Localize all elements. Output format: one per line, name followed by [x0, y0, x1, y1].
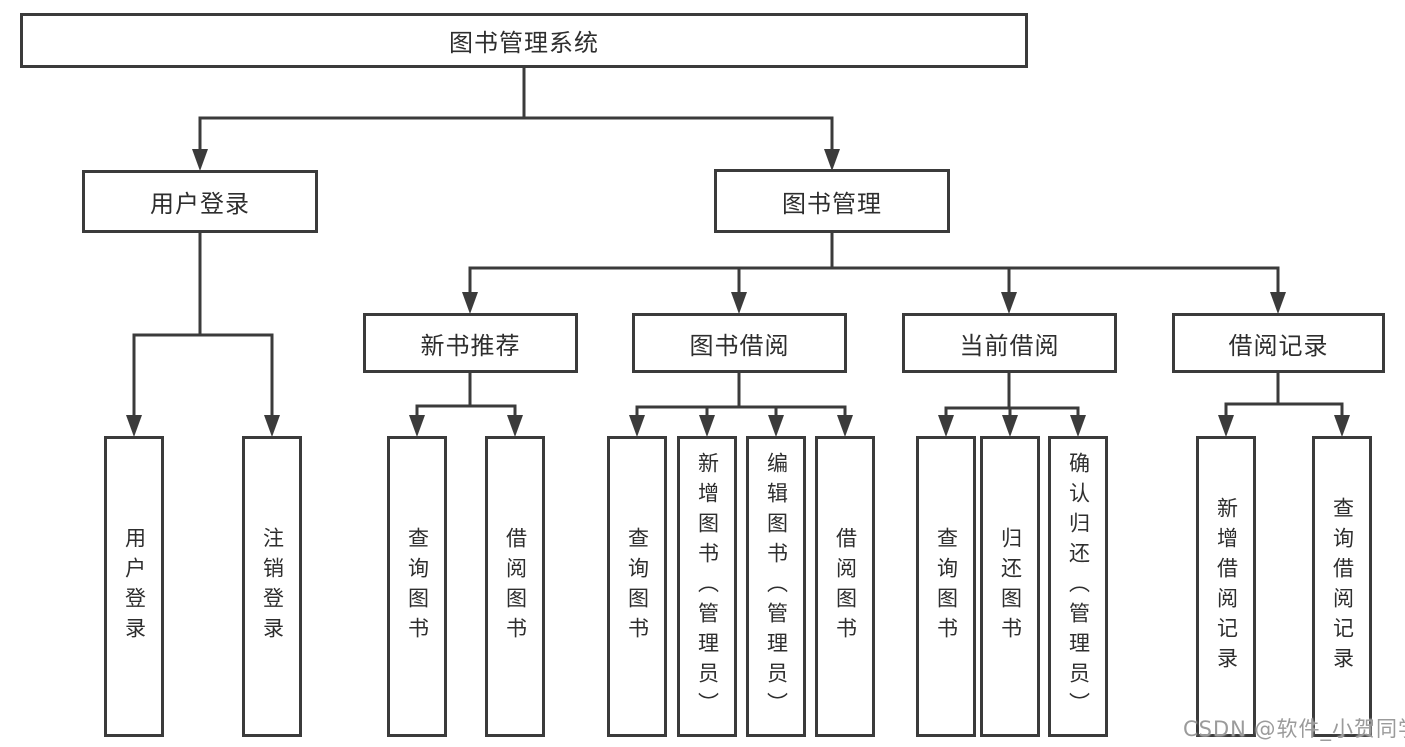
leaf-query-borrow-record: 查询借阅记录 — [1312, 436, 1372, 737]
leaf-label: 编辑图书（管理员） — [764, 451, 789, 722]
leaf-add-borrow-record: 新增借阅记录 — [1196, 436, 1256, 737]
node-label: 图书借阅 — [689, 331, 790, 360]
leaf-label: 归还图书 — [998, 526, 1023, 647]
leaf-query-books-borrow: 查询图书 — [607, 436, 667, 737]
leaf-label: 借阅图书 — [833, 526, 858, 647]
node-root-system: 图书管理系统 — [20, 13, 1028, 68]
leaf-return-books: 归还图书 — [980, 436, 1040, 737]
leaf-label: 借阅图书 — [503, 526, 528, 647]
node-user-login: 用户登录 — [82, 170, 318, 233]
node-label: 图书管理 — [782, 189, 882, 218]
leaf-label: 注销登录 — [260, 526, 285, 647]
leaf-label: 用户登录 — [122, 526, 147, 647]
leaf-add-books-admin: 新增图书（管理员） — [677, 436, 737, 737]
node-new-book-recommend: 新书推荐 — [363, 313, 578, 373]
leaf-label: 查询图书 — [405, 526, 430, 647]
csdn-watermark: CSDN @软件_小贺同学 — [1183, 717, 1405, 741]
leaf-label: 查询图书 — [934, 526, 959, 647]
leaf-query-books-current: 查询图书 — [916, 436, 976, 737]
leaf-label: 确认归还（管理员） — [1066, 451, 1091, 722]
node-label: 图书管理系统 — [449, 29, 599, 57]
leaf-label: 新增图书（管理员） — [695, 451, 720, 722]
leaf-label: 查询借阅记录 — [1330, 496, 1355, 677]
leaf-borrow-books-recommend: 借阅图书 — [485, 436, 545, 737]
leaf-label: 新增借阅记录 — [1214, 496, 1239, 677]
leaf-edit-books-admin: 编辑图书（管理员） — [746, 436, 806, 737]
node-book-management: 图书管理 — [714, 169, 950, 233]
leaf-logout: 注销登录 — [242, 436, 302, 737]
leaf-confirm-return-admin: 确认归还（管理员） — [1048, 436, 1108, 737]
node-label: 用户登录 — [150, 190, 250, 218]
node-label: 借阅记录 — [1228, 331, 1329, 360]
node-label: 新书推荐 — [420, 331, 521, 360]
leaf-borrow-books: 借阅图书 — [815, 436, 875, 737]
node-current-borrow: 当前借阅 — [902, 313, 1117, 373]
arrowhead-icons — [126, 149, 1350, 437]
connector-lines — [132, 66, 1344, 418]
leaf-query-books-recommend: 查询图书 — [387, 436, 447, 737]
node-label: 当前借阅 — [959, 331, 1060, 360]
node-book-borrow: 图书借阅 — [632, 313, 847, 373]
leaf-user-login: 用户登录 — [104, 436, 164, 737]
leaf-label: 查询图书 — [625, 526, 650, 647]
node-borrow-records: 借阅记录 — [1172, 313, 1385, 373]
